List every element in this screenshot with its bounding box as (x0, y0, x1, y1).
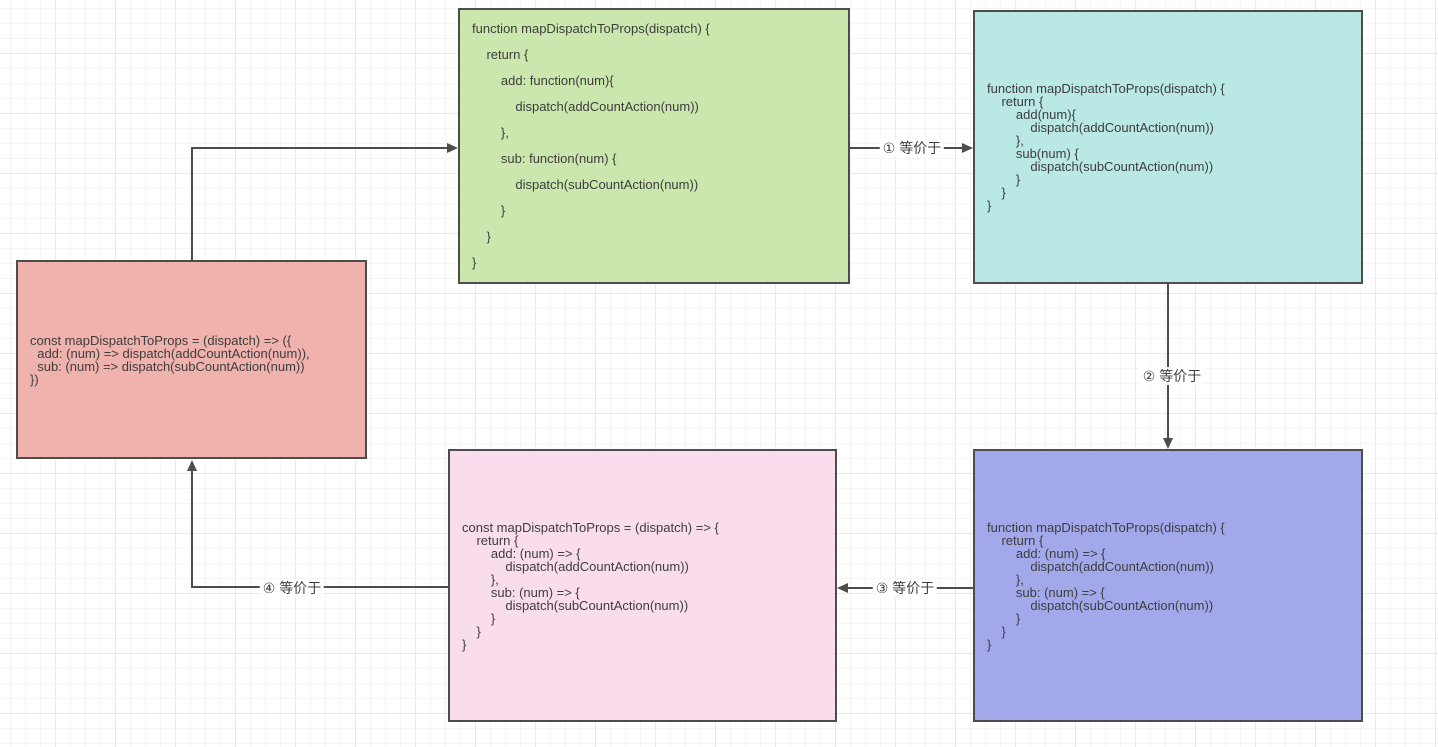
edge-label-equivalent-3[interactable]: ③ 等价于 (872, 579, 938, 597)
node-arrow-body-function[interactable]: function mapDispatchToProps(dispatch) { … (973, 449, 1363, 722)
code-shorthand-method: function mapDispatchToProps(dispatch) { … (987, 81, 1225, 213)
edge-label-equivalent-2[interactable]: ② 等价于 (1139, 367, 1205, 385)
edge-label-equivalent-1[interactable]: ① 等价于 (879, 139, 945, 157)
code-concise-arrow: const mapDispatchToProps = (dispatch) =>… (30, 332, 310, 387)
edge-label-equivalent-4[interactable]: ④ 等价于 (259, 579, 325, 597)
node-const-arrow-block[interactable]: const mapDispatchToProps = (dispatch) =>… (448, 449, 837, 722)
code-function-declaration: function mapDispatchToProps(dispatch) { … (472, 21, 710, 270)
code-const-arrow-block: const mapDispatchToProps = (dispatch) =>… (462, 519, 719, 652)
edge-const-arrow-block-to-concise-arrow[interactable] (187, 460, 448, 588)
node-function-declaration[interactable]: function mapDispatchToProps(dispatch) { … (458, 8, 850, 284)
node-shorthand-method[interactable]: function mapDispatchToProps(dispatch) { … (973, 10, 1363, 284)
node-concise-arrow[interactable]: const mapDispatchToProps = (dispatch) =>… (16, 260, 367, 459)
edge-concise-arrow-to-function-declaration[interactable] (191, 143, 458, 260)
code-arrow-body-function: function mapDispatchToProps(dispatch) { … (987, 519, 1225, 652)
